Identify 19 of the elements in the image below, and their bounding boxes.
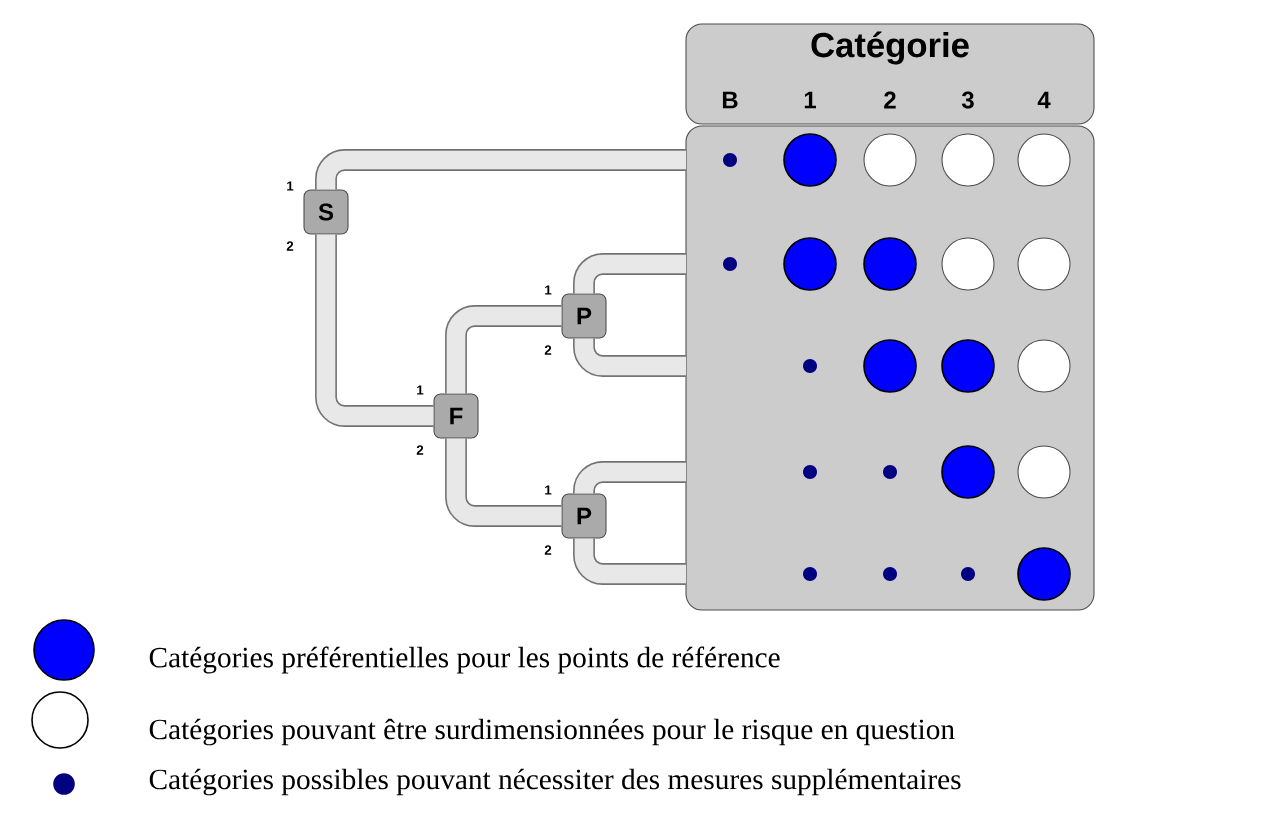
- pipe-connector: [315, 149, 686, 190]
- pipe-connector: [445, 438, 562, 527]
- column-label: 3: [961, 91, 974, 109]
- pipe-connector: [445, 305, 562, 394]
- junction-box: S: [303, 189, 349, 235]
- column-label: 2: [884, 91, 896, 109]
- junction-box: F: [433, 393, 479, 439]
- pipe-connector: [573, 336, 686, 377]
- legend-text: Catégories pouvant être surdimensionnées pour le risque en question: [149, 718, 955, 746]
- junction-box: P: [561, 293, 607, 339]
- column-label: B: [722, 91, 738, 109]
- legend-text: Catégories possibles pouvant nécessiter des mesures supplémentaires: [149, 768, 961, 796]
- junction-box: P: [561, 493, 607, 539]
- column-label: 4: [1037, 91, 1051, 109]
- legend-text: Catégories préférentielles pour les points de référence: [149, 646, 780, 674]
- pipe-connector: [315, 234, 434, 427]
- column-label: 1: [804, 91, 816, 109]
- pipe-connector: [573, 253, 686, 294]
- pipe-connector: [573, 538, 686, 585]
